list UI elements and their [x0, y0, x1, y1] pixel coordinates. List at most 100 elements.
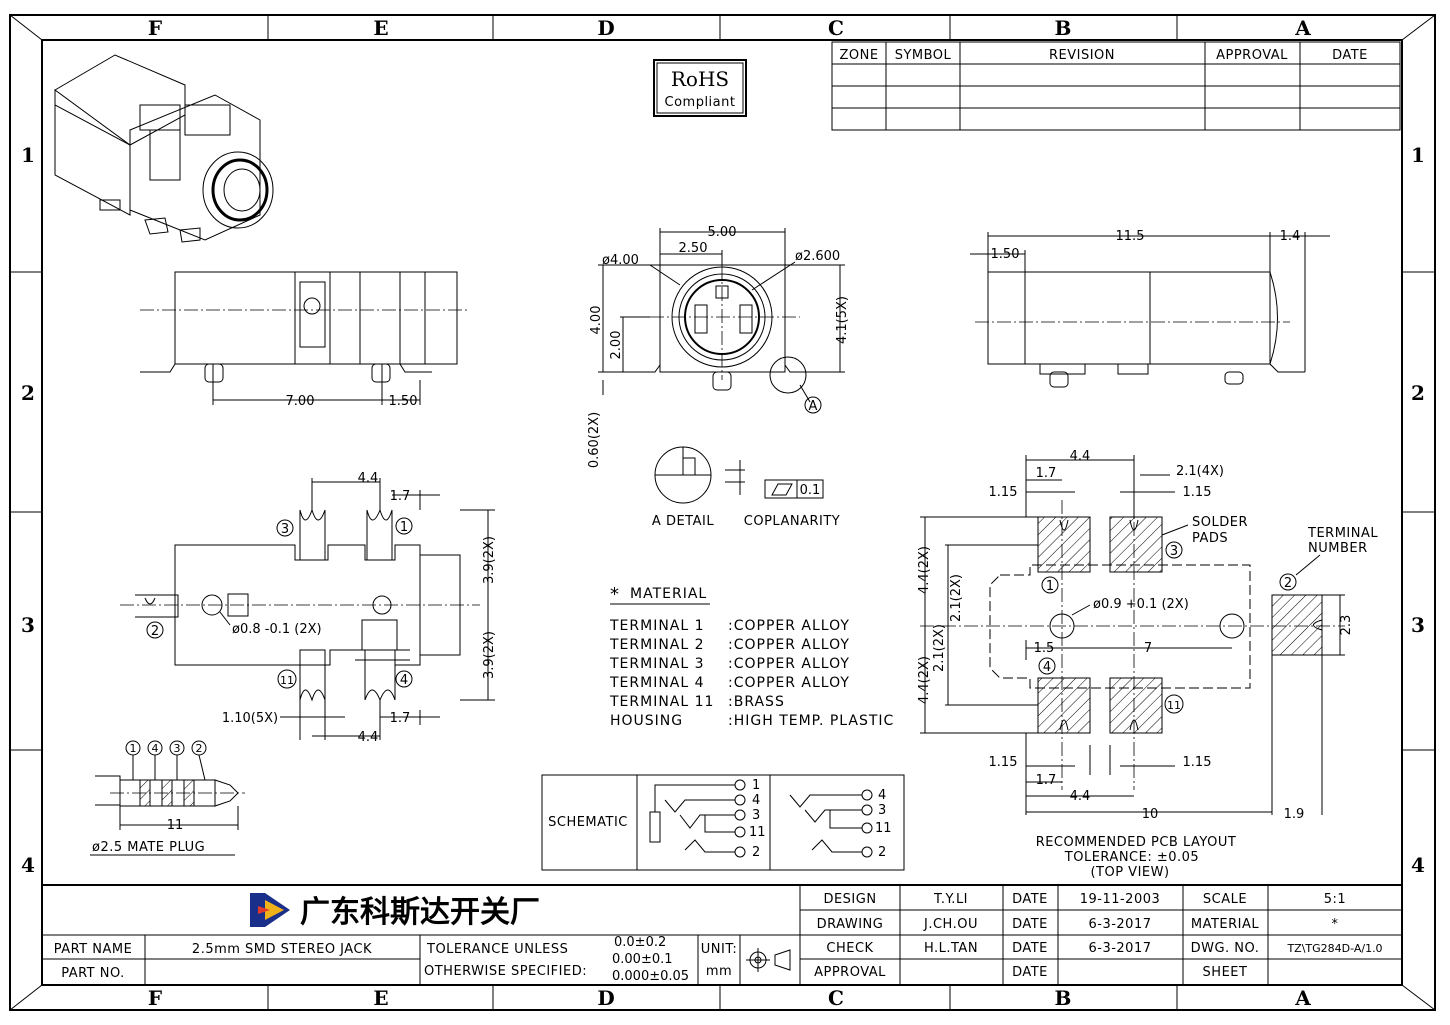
- pcb-dim-4-4-2x-a: 4.4(2X): [917, 546, 932, 594]
- sheet-border: [9, 14, 1436, 1011]
- terminal-11: 11: [280, 674, 294, 687]
- tb-name: T.Y.LI: [933, 892, 968, 907]
- side-view-right: 11.5 1.4 1.50: [970, 229, 1330, 388]
- front-view: A 5.00 2.50 ø4.00 ø2.600 4.00 2.00 4.1(5…: [587, 225, 850, 468]
- dim-7-00: 7.00: [286, 394, 315, 409]
- revision-table: ZONE SYMBOL REVISION APPROVAL DATE: [831, 41, 1401, 131]
- material-key: TERMINAL 11: [609, 694, 714, 710]
- pcb-layout: 4.4 1.7 2.1(4X) 1.15 1.15 SOLDER PADS TE…: [917, 449, 1378, 880]
- dim-4-1-5x: 4.1(5X): [835, 296, 850, 344]
- pcb-dim-4-4: 4.4: [1070, 449, 1091, 464]
- tb-role: APPROVAL: [814, 965, 886, 980]
- zone-col-top: E: [373, 16, 388, 40]
- zone-col-top: B: [1055, 16, 1072, 40]
- rev-header-revision: REVISION: [1049, 48, 1115, 63]
- tb-date-label: DATE: [1012, 941, 1048, 956]
- tb-date: 19-11-2003: [1080, 892, 1161, 907]
- rev-header-symbol: SYMBOL: [895, 48, 952, 63]
- schematic-left-pin: 3: [752, 808, 760, 823]
- schematic-left-pin: 11: [749, 825, 766, 840]
- part-name-value: 2.5mm SMD STEREO JACK: [192, 942, 372, 957]
- dim-3-9-a: 3.9(2X): [482, 536, 497, 584]
- zone-col-bottom: A: [1294, 986, 1311, 1010]
- pcb-dim-7: 7: [1144, 641, 1152, 656]
- mate-plug: 1 4 3 2 11 ø2.5 MATE PLUG: [90, 740, 245, 856]
- material-title: MATERIAL: [630, 586, 707, 602]
- material-value: :COPPER ALLOY: [728, 656, 850, 672]
- pcb-dim-1-9: 1.9: [1284, 807, 1305, 822]
- tolerance-v2: 0.00±0.1: [612, 952, 673, 967]
- pcb-caption-title: RECOMMENDED PCB LAYOUT: [1036, 835, 1237, 850]
- pcb-dim-10: 10: [1142, 807, 1159, 822]
- isometric-view: [54, 54, 274, 243]
- pcb-dim-1-5: 1.5: [1034, 641, 1055, 656]
- zone-row-right: 3: [1411, 613, 1425, 637]
- pcb-caption-view: (TOP VIEW): [1090, 865, 1169, 880]
- rohs-title: RoHS: [671, 67, 729, 91]
- tb-value: 5:1: [1324, 892, 1346, 907]
- tb-date-label: DATE: [1012, 892, 1048, 907]
- material-value: :COPPER ALLOY: [728, 637, 850, 653]
- dim-3-9-b: 3.9(2X): [482, 631, 497, 679]
- schematic-left-pin: 2: [752, 845, 760, 860]
- tolerance-line1: TOLERANCE UNLESS: [426, 942, 568, 957]
- tb-role: DESIGN: [823, 892, 876, 907]
- tb-date: 6-3-2017: [1088, 941, 1151, 956]
- pcb-dim-2-1-4x: 2.1(4X): [1176, 464, 1224, 479]
- zone-row-left: 1: [21, 143, 35, 167]
- tb-date-label: DATE: [1012, 965, 1048, 980]
- tb-key: SHEET: [1203, 965, 1248, 980]
- schematic-right-pin: 11: [875, 821, 892, 836]
- dim-1-50: 1.50: [389, 394, 418, 409]
- dim-dia-4-00: ø4.00: [602, 253, 639, 268]
- material-value: :BRASS: [728, 694, 785, 710]
- schematic-right-pin: 3: [878, 803, 886, 818]
- unit-label: UNIT:: [701, 942, 737, 957]
- dim-1-7-top: 1.7: [390, 489, 411, 504]
- detail-coplanarity: A DETAIL 0.1 COPLANARITY: [652, 446, 840, 529]
- zone-row-left: 4: [21, 853, 35, 877]
- tb-date-label: DATE: [1012, 917, 1048, 932]
- side-view-left: 7.00 1.50: [140, 271, 470, 409]
- tb-name: H.L.TAN: [924, 941, 978, 956]
- zone-row-right: 2: [1411, 381, 1425, 405]
- pcb-terminal-3: 3: [1170, 544, 1178, 559]
- label-terminal: TERMINAL: [1307, 526, 1378, 541]
- terminal-4: 4: [400, 673, 408, 688]
- plug-num: 4: [152, 742, 159, 755]
- dim-4-00: 4.00: [589, 306, 604, 335]
- part-name-label: PART NAME: [54, 942, 133, 957]
- pcb-dim-1-15-d: 1.15: [1183, 755, 1212, 770]
- pcb-dim-4-4-b: 4.4: [1070, 789, 1091, 804]
- asterisk-icon: *: [610, 584, 619, 605]
- material-key: TERMINAL 3: [609, 656, 705, 672]
- plug-num: 2: [196, 742, 203, 755]
- pcb-dim-2-3: 2.3: [1339, 615, 1354, 636]
- zone-row-right: 1: [1411, 143, 1425, 167]
- pcb-dim-4-4-2x-b: 4.4(2X): [917, 656, 932, 704]
- company-name: 广东科斯达开关厂: [300, 895, 540, 930]
- rev-header-date: DATE: [1332, 48, 1368, 63]
- coplanarity-value: 0.1: [800, 483, 821, 498]
- material-value: :COPPER ALLOY: [728, 618, 850, 634]
- tb-name: J.CH.OU: [923, 917, 978, 932]
- dim-dia-2-600: ø2.600: [795, 249, 840, 264]
- tb-key: DWG. NO.: [1191, 941, 1260, 956]
- tb-date: 6-3-2017: [1088, 917, 1151, 932]
- detail-ref-a: A: [809, 399, 818, 414]
- material-value: :COPPER ALLOY: [728, 675, 850, 691]
- tb-role: CHECK: [826, 941, 873, 956]
- label-coplanarity: COPLANARITY: [744, 514, 840, 529]
- zone-col-bottom: C: [828, 986, 844, 1010]
- pcb-dim-1-15-b: 1.15: [1183, 485, 1212, 500]
- pcb-dim-1-15-a: 1.15: [989, 485, 1018, 500]
- pcb-dim-1-7-b: 1.7: [1036, 773, 1057, 788]
- dim-4-4-top: 4.4: [358, 471, 379, 486]
- terminal-2: 2: [151, 624, 159, 639]
- zone-row-left: 3: [21, 613, 35, 637]
- zone-col-top: A: [1294, 16, 1311, 40]
- dim-2-50: 2.50: [679, 241, 708, 256]
- pcb-terminal-4: 4: [1043, 660, 1051, 675]
- zone-col-top: C: [828, 16, 844, 40]
